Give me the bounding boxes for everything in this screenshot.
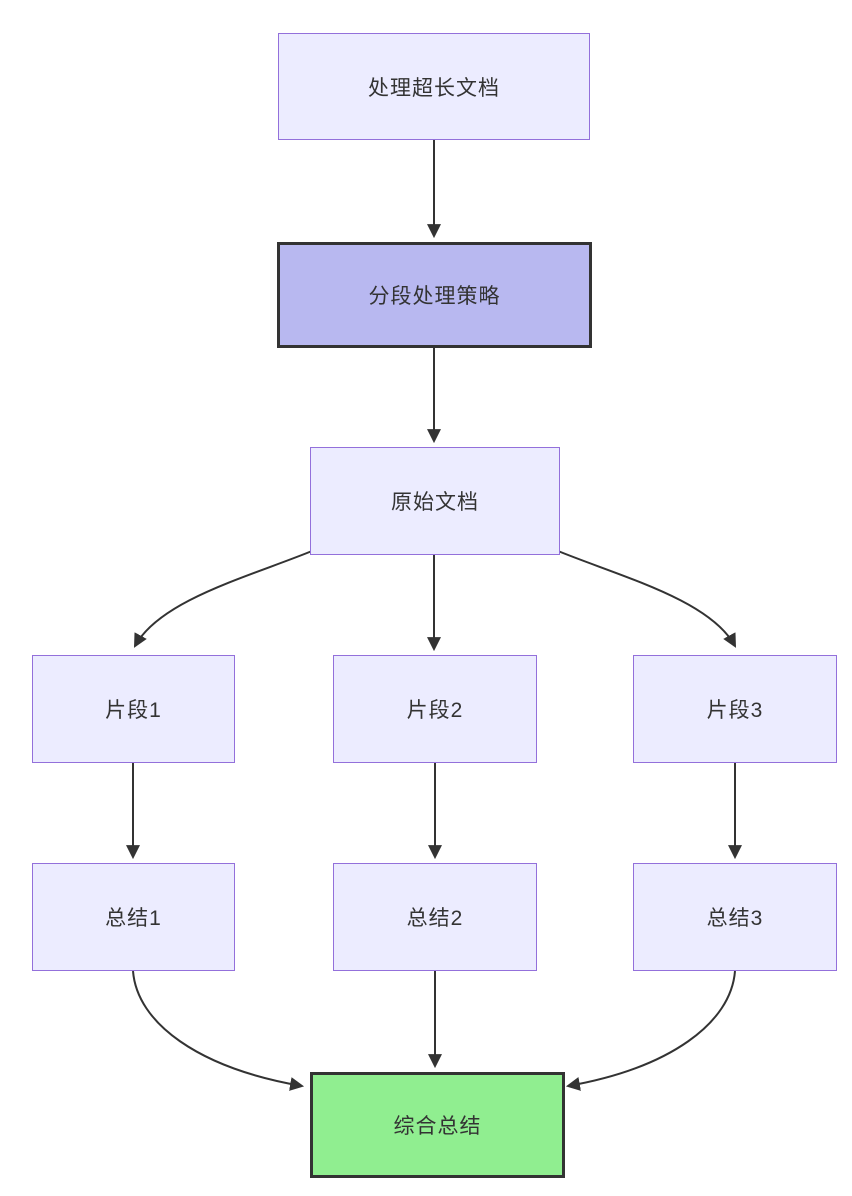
node-process-long-doc-label: 处理超长文档 [368, 76, 500, 100]
node-summary-2: 总结2 [333, 863, 537, 971]
node-fragment-2: 片段2 [333, 655, 537, 763]
node-summary-1-label: 总结1 [105, 907, 162, 930]
node-original-doc: 原始文档 [310, 447, 560, 555]
edge-summary-1-to-final-summary [132, 970, 305, 1091]
node-summary-1: 总结1 [32, 863, 235, 971]
node-final-summary: 综合总结 [310, 1072, 565, 1178]
edge-original-doc-to-fragment-1 [133, 550, 313, 648]
node-segment-strategy: 分段处理策略 [277, 242, 592, 348]
node-process-long-doc: 处理超长文档 [278, 33, 590, 140]
node-fragment-1: 片段1 [32, 655, 235, 763]
node-final-summary-label: 综合总结 [393, 1115, 482, 1138]
edge-summary-3-to-final-summary [565, 970, 736, 1091]
node-segment-strategy-label: 分段处理策略 [368, 285, 501, 308]
node-fragment-3: 片段3 [633, 655, 837, 763]
edge-original-doc-to-fragment-3 [557, 550, 737, 648]
node-summary-3: 总结3 [633, 863, 837, 971]
node-summary-2-label: 总结2 [406, 907, 464, 930]
node-fragment-1-label: 片段1 [105, 699, 162, 722]
node-summary-3-label: 总结3 [706, 907, 764, 930]
node-original-doc-label: 原始文档 [391, 491, 479, 514]
node-fragment-2-label: 片段2 [406, 699, 464, 722]
node-fragment-3-label: 片段3 [706, 699, 764, 722]
